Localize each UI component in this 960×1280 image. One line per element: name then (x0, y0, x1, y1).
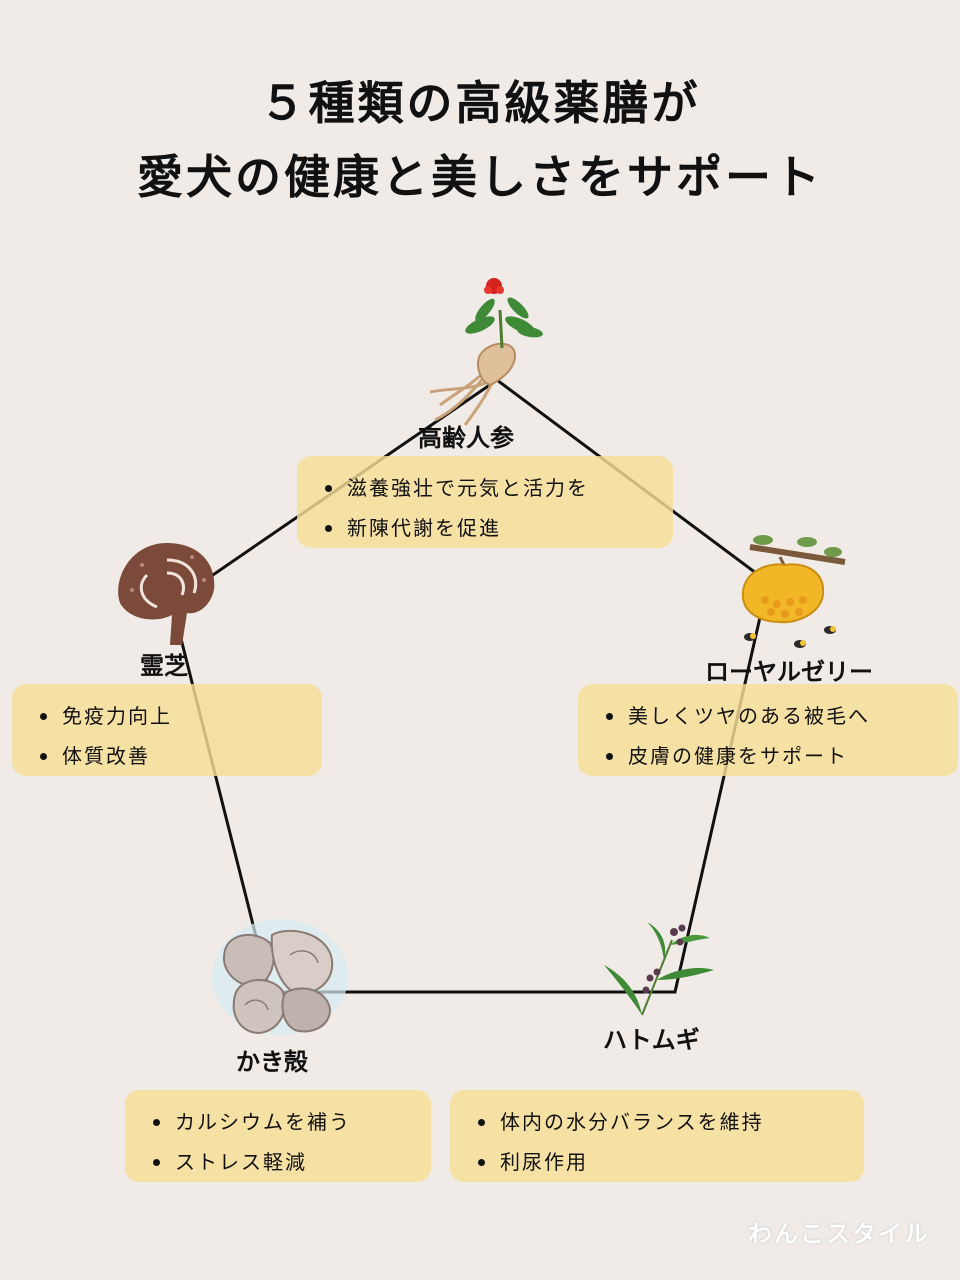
benefit-item: 美しくツヤのある被毛へ (602, 696, 958, 736)
benefit-item: 利尿作用 (474, 1142, 864, 1182)
benefit-item: カルシウムを補う (149, 1102, 431, 1142)
benefit-item: ストレス軽減 (149, 1142, 431, 1182)
benefit-item: 皮膚の健康をサポート (602, 736, 958, 776)
benefit-box-reishi: 免疫力向上 体質改善 (12, 684, 322, 776)
node-name-royal-jelly: ローヤルゼリー (705, 658, 873, 686)
benefit-box-ginseng: 滋養強壮で元気と活力を 新陳代謝を促進 (297, 456, 673, 548)
node-name-hatomugi: ハトムギ (603, 1026, 700, 1054)
benefit-box-royal-jelly: 美しくツヤのある被毛へ 皮膚の健康をサポート (578, 684, 958, 776)
benefit-box-hatomugi: 体内の水分バランスを維持 利尿作用 (450, 1090, 864, 1182)
reishi-mushroom-icon (118, 543, 215, 645)
benefit-item: 新陳代謝を促進 (321, 508, 673, 548)
page-title: ５種類の高級薬膳が (259, 76, 701, 130)
oyster-shell-icon (212, 919, 348, 1035)
node-name-ginseng: 高齢人参 (418, 424, 514, 452)
benefit-box-oyster-shell: カルシウムを補う ストレス軽減 (125, 1090, 431, 1182)
ginseng-root-icon (429, 278, 543, 426)
benefit-item: 滋養強壮で元気と活力を (321, 468, 673, 508)
beehive-icon (741, 535, 846, 648)
node-name-reishi: 霊芝 (140, 652, 188, 680)
page-subtitle: 愛犬の健康と美しさをサポート (137, 150, 823, 204)
brand-watermark: わんこスタイル (748, 1220, 930, 1248)
node-name-oyster-shell: かき殻 (236, 1048, 308, 1076)
benefit-item: 体内の水分バランスを維持 (474, 1102, 864, 1142)
job-tears-plant-icon (604, 922, 714, 1016)
benefit-item: 免疫力向上 (36, 696, 322, 736)
benefit-item: 体質改善 (36, 736, 322, 776)
